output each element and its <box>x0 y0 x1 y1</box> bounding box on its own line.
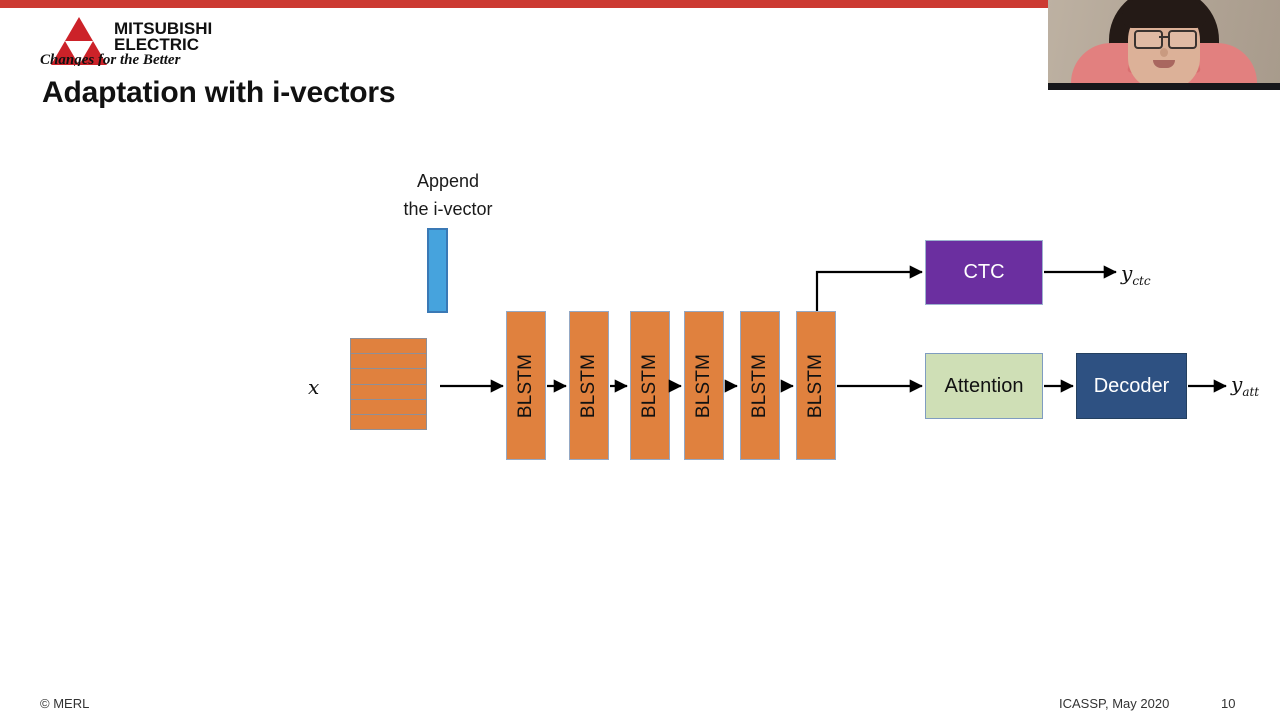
blstm-layer-3: BLSTM <box>630 311 670 460</box>
annotation-line-1: Append <box>416 171 480 191</box>
footer-copyright: © MERL <box>40 696 90 711</box>
ivector-bar <box>427 228 448 313</box>
input-label-x: x <box>308 375 320 399</box>
blstm-layer-1: BLSTM <box>506 311 546 460</box>
output-label-y-ctc: yctc <box>1121 261 1151 288</box>
input-feature-block <box>350 338 427 430</box>
decoder-block: Decoder <box>1076 353 1187 419</box>
annotation-line-2: the i-vector <box>403 198 493 219</box>
attention-block: Attention <box>925 353 1043 419</box>
footer-page-number: 10 <box>1221 696 1236 711</box>
presenter-nose <box>1160 48 1168 57</box>
feature-row <box>351 369 426 385</box>
blstm-layer-6: BLSTM <box>796 311 836 460</box>
feature-row <box>351 339 426 355</box>
presenter-desk-edge <box>1048 83 1280 90</box>
y-att-subscript: att <box>1242 385 1260 399</box>
footer-conference: ICASSP, May 2020 <box>1059 696 1170 711</box>
feature-row <box>351 354 426 370</box>
y-ctc-symbol: y <box>1121 261 1133 285</box>
presenter-mouth <box>1153 60 1175 68</box>
presenter-glasses-bridge <box>1159 36 1168 38</box>
blstm-layer-5: BLSTM <box>740 311 780 460</box>
mitsubishi-electric-logo: MITSUBISHI ELECTRIC Changes for the Bett… <box>34 14 214 66</box>
svg-text:MITSUBISHI: MITSUBISHI <box>114 19 212 38</box>
three-diamonds-icon: MITSUBISHI ELECTRIC Changes for the Bett… <box>40 17 212 66</box>
blstm-layer-4: BLSTM <box>684 311 724 460</box>
top-accent-bar <box>0 0 1280 8</box>
page-title: Adaptation with i-vectors <box>42 76 396 109</box>
feature-row <box>351 385 426 400</box>
y-att-symbol: y <box>1231 372 1243 396</box>
ctc-block: CTC <box>925 240 1043 305</box>
append-ivector-annotation: Append the i-vector <box>378 168 518 224</box>
y-ctc-subscript: ctc <box>1132 274 1151 288</box>
presenter-video-overlay[interactable] <box>1048 0 1280 90</box>
presenter-glasses-left-lens <box>1134 30 1163 49</box>
attention-label: Attention <box>944 374 1024 397</box>
output-label-y-att: yatt <box>1231 372 1259 399</box>
svg-text:Changes for the Better: Changes for the Better <box>40 52 181 66</box>
presenter-glasses-right-lens <box>1168 30 1197 49</box>
arrow-blstm6-to-ctc <box>815 265 923 311</box>
feature-row <box>351 400 426 415</box>
decoder-label: Decoder <box>1093 374 1170 397</box>
ctc-label: CTC <box>963 261 1005 283</box>
presenter-fringe <box>1122 0 1206 28</box>
blstm-layer-2: BLSTM <box>569 311 609 460</box>
svg-text:ELECTRIC: ELECTRIC <box>114 35 199 54</box>
